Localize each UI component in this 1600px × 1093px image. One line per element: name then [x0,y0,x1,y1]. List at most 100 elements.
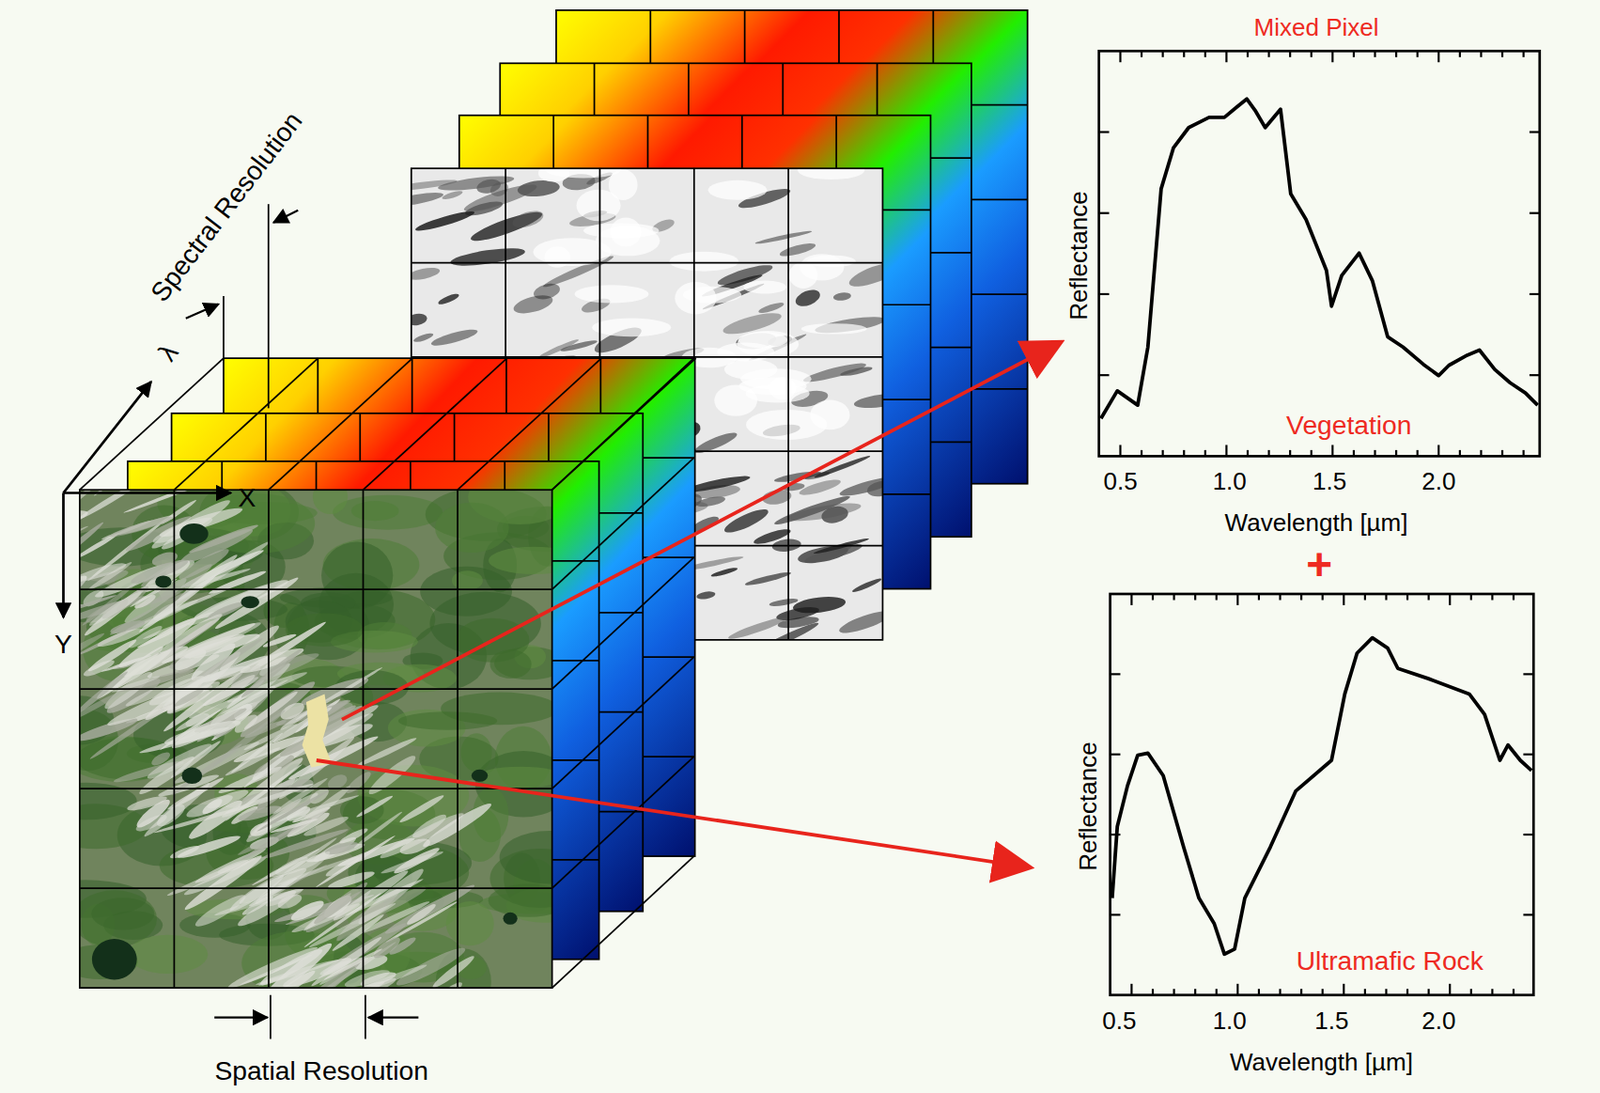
rock-streak [166,854,258,899]
texture-streak [851,575,883,594]
axis-tick [1236,983,1239,995]
dark-pond [181,767,202,784]
axis-tick [1331,444,1334,456]
cube-edge [363,357,508,490]
axis-tick [1384,988,1387,995]
axis-tick [1162,50,1165,58]
texture-streak [412,331,435,344]
cube-edge [552,457,695,590]
texture-streak [696,590,716,601]
tick-label: 1.0 [1212,466,1247,495]
plot-label: Vegetation [1286,410,1412,440]
axis-tick [1395,450,1398,457]
rock-streak [303,891,383,949]
spectrum-plot [1110,593,1535,995]
rock-streak [87,588,144,629]
true-color-image [10,439,600,1046]
axis-tick [1278,593,1281,601]
axis-label: Y [54,630,73,660]
texture-streak [721,505,771,538]
rock-streak [223,762,303,824]
tick-label: 2.0 [1421,466,1456,495]
axis-tick [1225,50,1228,63]
texture-streak [792,286,823,310]
texture-streak [436,172,515,193]
axis-tick [1437,50,1440,63]
texture-streak [692,429,740,457]
axis-tick [1289,50,1291,58]
axis-tick [1373,50,1376,58]
axis-tick [1194,593,1197,601]
axis-tick [1416,450,1419,457]
rock-streak [79,668,130,717]
axis-tick [1522,833,1534,836]
axis-tick [1204,50,1207,58]
axis-title: Wavelength [µm] [1225,509,1409,537]
dark-pond [92,938,138,979]
axis-tick [1501,450,1504,457]
resolution-marker [269,994,272,1040]
texture-streak [838,473,883,500]
axis-tick [1140,50,1143,58]
axis-tick [1373,450,1376,457]
axis-tick [1437,444,1440,456]
texture-highlight [683,286,742,304]
texture-highlight [789,262,819,289]
texture-streak [710,565,739,578]
rock-streak [398,835,433,857]
axis-tick [1522,672,1534,675]
axis-tick [1342,593,1345,606]
pointer-arrow [316,760,1031,868]
grid-line [362,489,365,988]
dark-pond [155,574,171,588]
axis-tick [1448,593,1451,606]
grid-line [79,687,553,690]
axis-tick [1099,293,1110,296]
texture-streak [449,245,527,270]
axis-tick [1491,988,1493,995]
texture-highlight [708,180,768,201]
axis-tick [1267,50,1270,58]
texture-highlight [608,169,638,201]
tick-label: 1.5 [1314,1007,1349,1035]
axis-tick [1130,593,1133,606]
plot-frame [1110,593,1535,995]
resolution-arrow [214,1016,267,1019]
reflectance-curve [1101,98,1538,419]
rock-streak [257,944,326,988]
vegetation-patch [351,500,400,521]
axis-label: Spectral Resolution [144,107,308,308]
dark-pond [179,523,208,544]
resolution-arrow [368,1016,419,1019]
axis-label: λ [153,338,185,367]
grid-line [411,262,884,265]
texture-highlight [574,284,650,303]
tick-label: 1.5 [1312,466,1347,495]
axis-tick [1384,593,1387,601]
texture-streak [752,526,793,547]
axis-tick [1342,983,1345,995]
texture-streak [797,476,842,498]
rock-streak [175,832,242,862]
plot-frame [1099,50,1540,456]
rock-streak [266,854,321,880]
grid-line [173,489,176,988]
grid-line [456,489,459,988]
rock-streak [288,897,327,925]
axis-tick [1204,450,1207,457]
rock-streak [269,817,319,835]
cube-edge [552,756,695,888]
axis-title: Reflectance [1073,741,1102,871]
axis-tick [1406,593,1409,601]
rock-streak [79,524,90,565]
axis-tick [1522,50,1525,58]
texture-highlight [591,318,671,338]
rock-streak [134,811,170,835]
rock-streak [430,952,477,988]
axis-title: Reflectance [1065,190,1093,321]
axis-tick [1522,450,1525,457]
axis-tick [1173,593,1176,601]
texture-highlight [809,399,850,430]
axis-tick [1352,50,1355,58]
axis-tick [1099,373,1110,376]
